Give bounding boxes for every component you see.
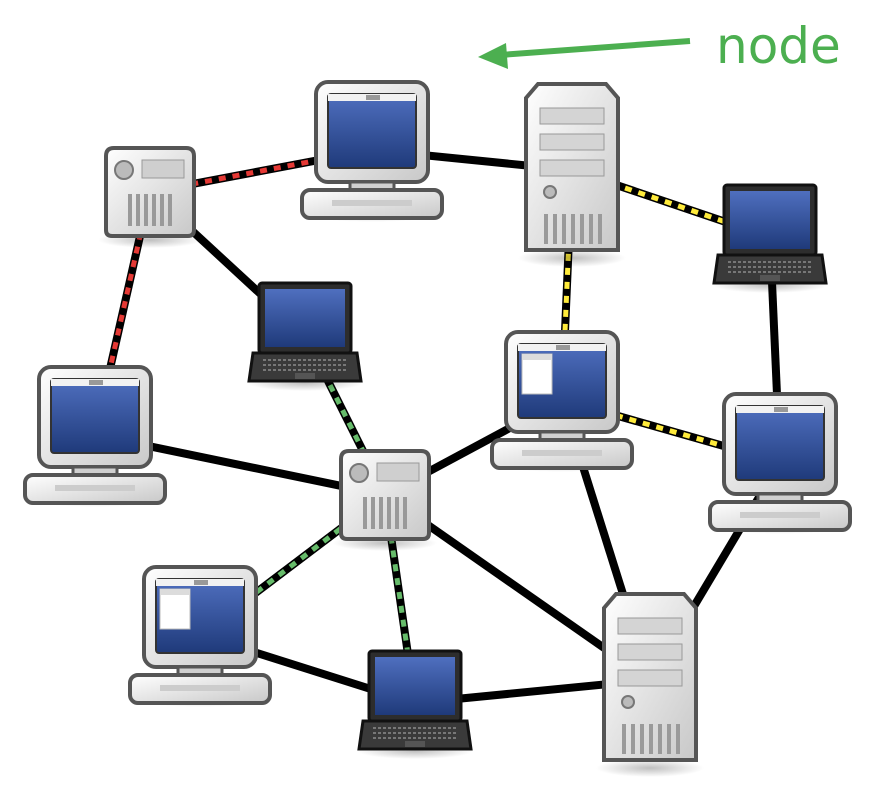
screen-window-bar [160, 589, 190, 595]
tower-vent [622, 724, 626, 754]
tower-drive-bay [617, 617, 683, 635]
tower-vent [631, 724, 635, 754]
tower-drive-bay [539, 159, 605, 177]
monitor-screen [327, 93, 417, 169]
server-vent [387, 497, 391, 529]
tower-drive-bay [617, 669, 683, 687]
server-vent [168, 194, 172, 226]
laptop-screen [265, 289, 345, 347]
screen-menubar-mark [556, 345, 570, 350]
monitor-screen [735, 405, 825, 481]
laptop-touchpad [295, 373, 315, 379]
node-desktop-center [490, 330, 634, 472]
annotation-arrow-shaft [499, 38, 691, 58]
tower-power-button [621, 695, 635, 709]
screen-window [521, 353, 553, 395]
node-desktop-left [23, 365, 167, 507]
laptop-touchpad [405, 741, 425, 747]
laptop-screen [730, 191, 810, 249]
desktop-drive [740, 512, 820, 518]
tower-power-button [543, 185, 557, 199]
desktop-drive [522, 450, 602, 456]
server-vent [371, 497, 375, 529]
laptop-screen [375, 657, 455, 715]
node-server-small-1 [98, 146, 202, 248]
node-laptop-left-center [247, 281, 363, 391]
server-vent [152, 194, 156, 226]
tower-drive-bay [539, 133, 605, 151]
server-power-button [114, 160, 134, 180]
tower-drive-bay [617, 643, 683, 661]
link-dash [198, 493, 387, 637]
screen-menubar-mark [774, 407, 788, 412]
tower-vent [676, 724, 680, 754]
node-shadow [518, 249, 626, 267]
tower-drive-bay [539, 107, 605, 125]
laptop-touchpad [760, 275, 780, 281]
tower-vent [640, 724, 644, 754]
server-vent [128, 194, 132, 226]
tower-vent [589, 214, 593, 244]
server-vent [403, 497, 407, 529]
node-laptop-right-top [712, 183, 828, 293]
server-power-button [349, 463, 369, 483]
nodes-layer [23, 80, 852, 777]
server-vent [379, 497, 383, 529]
tower-vent [562, 214, 566, 244]
desktop-drive [55, 485, 135, 491]
tower-vent [598, 214, 602, 244]
node-desktop-bottom-left [128, 565, 272, 707]
tower-vent [580, 214, 584, 244]
server-vent [144, 194, 148, 226]
monitor-screen [50, 378, 140, 454]
node-desktop-top [300, 80, 444, 222]
node-tower-top [518, 82, 626, 267]
desktop-drive [332, 200, 412, 206]
server-bay [141, 159, 185, 179]
tower-vent [649, 724, 653, 754]
server-vent [160, 194, 164, 226]
node-desktop-right [708, 392, 852, 534]
screen-menubar-mark [89, 380, 103, 385]
screen-window-bar [522, 354, 552, 360]
tower-vent [658, 724, 662, 754]
desktop-drive [160, 685, 240, 691]
server-vent [395, 497, 399, 529]
tower-vent [544, 214, 548, 244]
node-tower-bottom [596, 592, 704, 777]
link-dash [559, 169, 575, 401]
node-shadow [596, 759, 704, 777]
node-laptop-bottom [357, 649, 473, 759]
node-server-small-center [333, 449, 437, 551]
screen-menubar-mark [194, 580, 208, 585]
tower-vent [571, 214, 575, 244]
annotation: node [478, 17, 841, 75]
screen-window [159, 588, 191, 630]
server-vent [363, 497, 367, 529]
annotation-arrow-head [478, 43, 508, 69]
server-vent [136, 194, 140, 226]
tower-vent [667, 724, 671, 754]
screen-menubar-mark [366, 95, 380, 100]
server-bay [376, 462, 420, 482]
annotation-label: node [716, 17, 841, 75]
tower-vent [553, 214, 557, 244]
